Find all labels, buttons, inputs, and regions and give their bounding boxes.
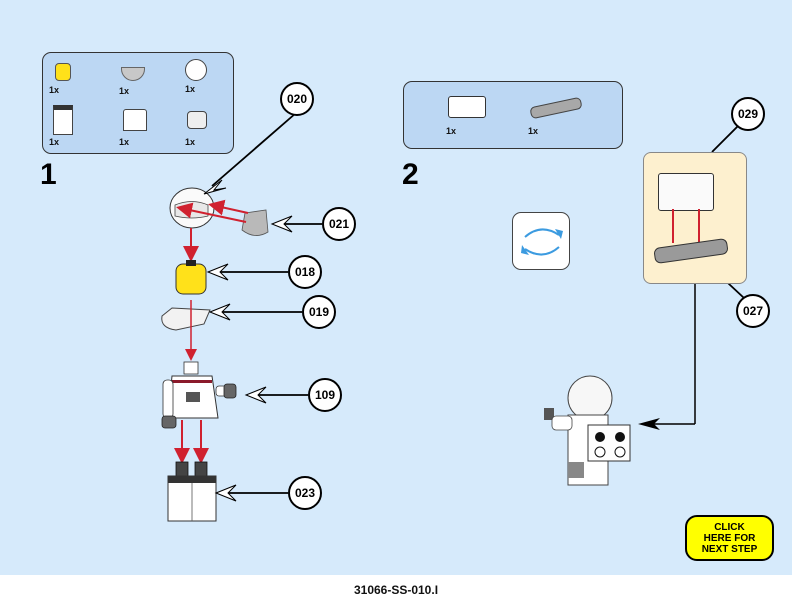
callout-029: 029	[731, 97, 765, 131]
instruction-page: 1x 1x 1x 1x 1x 1x 1x 1x 1 2	[0, 0, 792, 575]
next-step-line1: CLICK	[714, 521, 745, 533]
part-brick-icon	[448, 96, 486, 118]
head-figure	[175, 263, 207, 295]
part-qty: 1x	[528, 126, 539, 136]
callout-027: 027	[736, 294, 770, 328]
callout-023: 023	[288, 476, 322, 510]
part-qty: 1x	[49, 137, 60, 147]
step-number-2: 2	[402, 158, 419, 191]
callout-109: 109	[308, 378, 342, 412]
part-qty: 1x	[119, 86, 130, 96]
part-qty: 1x	[185, 137, 196, 147]
part-qty: 1x	[119, 137, 130, 147]
plate-clips-figure	[653, 237, 729, 265]
part-qty: 1x	[185, 84, 196, 94]
document-code: 31066-SS-010.I	[353, 583, 439, 597]
part-helmet-icon	[185, 59, 207, 81]
part-qty: 1x	[49, 85, 60, 95]
step2-parts-list: 1x 1x	[403, 81, 623, 149]
callout-021: 021	[322, 207, 356, 241]
callout-020: 020	[280, 82, 314, 116]
part-bracket-icon	[187, 111, 207, 129]
visor-figure	[241, 209, 269, 236]
subassembly-panel	[643, 152, 747, 284]
callout-018: 018	[288, 255, 322, 289]
brick-2x2-figure	[658, 173, 714, 211]
part-qty: 1x	[446, 126, 457, 136]
rotate-arrows-icon	[521, 228, 563, 256]
part-head-icon	[55, 63, 71, 81]
next-step-line3: NEXT STEP	[701, 543, 758, 555]
step-number-1: 1	[40, 158, 57, 191]
assembly-diagram	[161, 112, 745, 522]
part-torso-icon	[123, 109, 147, 131]
bracket-figure	[161, 307, 211, 331]
callout-019: 019	[302, 295, 336, 329]
astronaut-helmet-figure	[567, 375, 613, 421]
next-step-line2: HERE FOR	[703, 532, 756, 544]
step1-parts-list: 1x 1x 1x 1x 1x 1x	[42, 52, 234, 154]
rotate-model-icon	[512, 212, 570, 270]
next-step-button[interactable]: CLICK HERE FOR NEXT STEP	[685, 515, 774, 561]
part-legs-icon	[53, 105, 73, 135]
